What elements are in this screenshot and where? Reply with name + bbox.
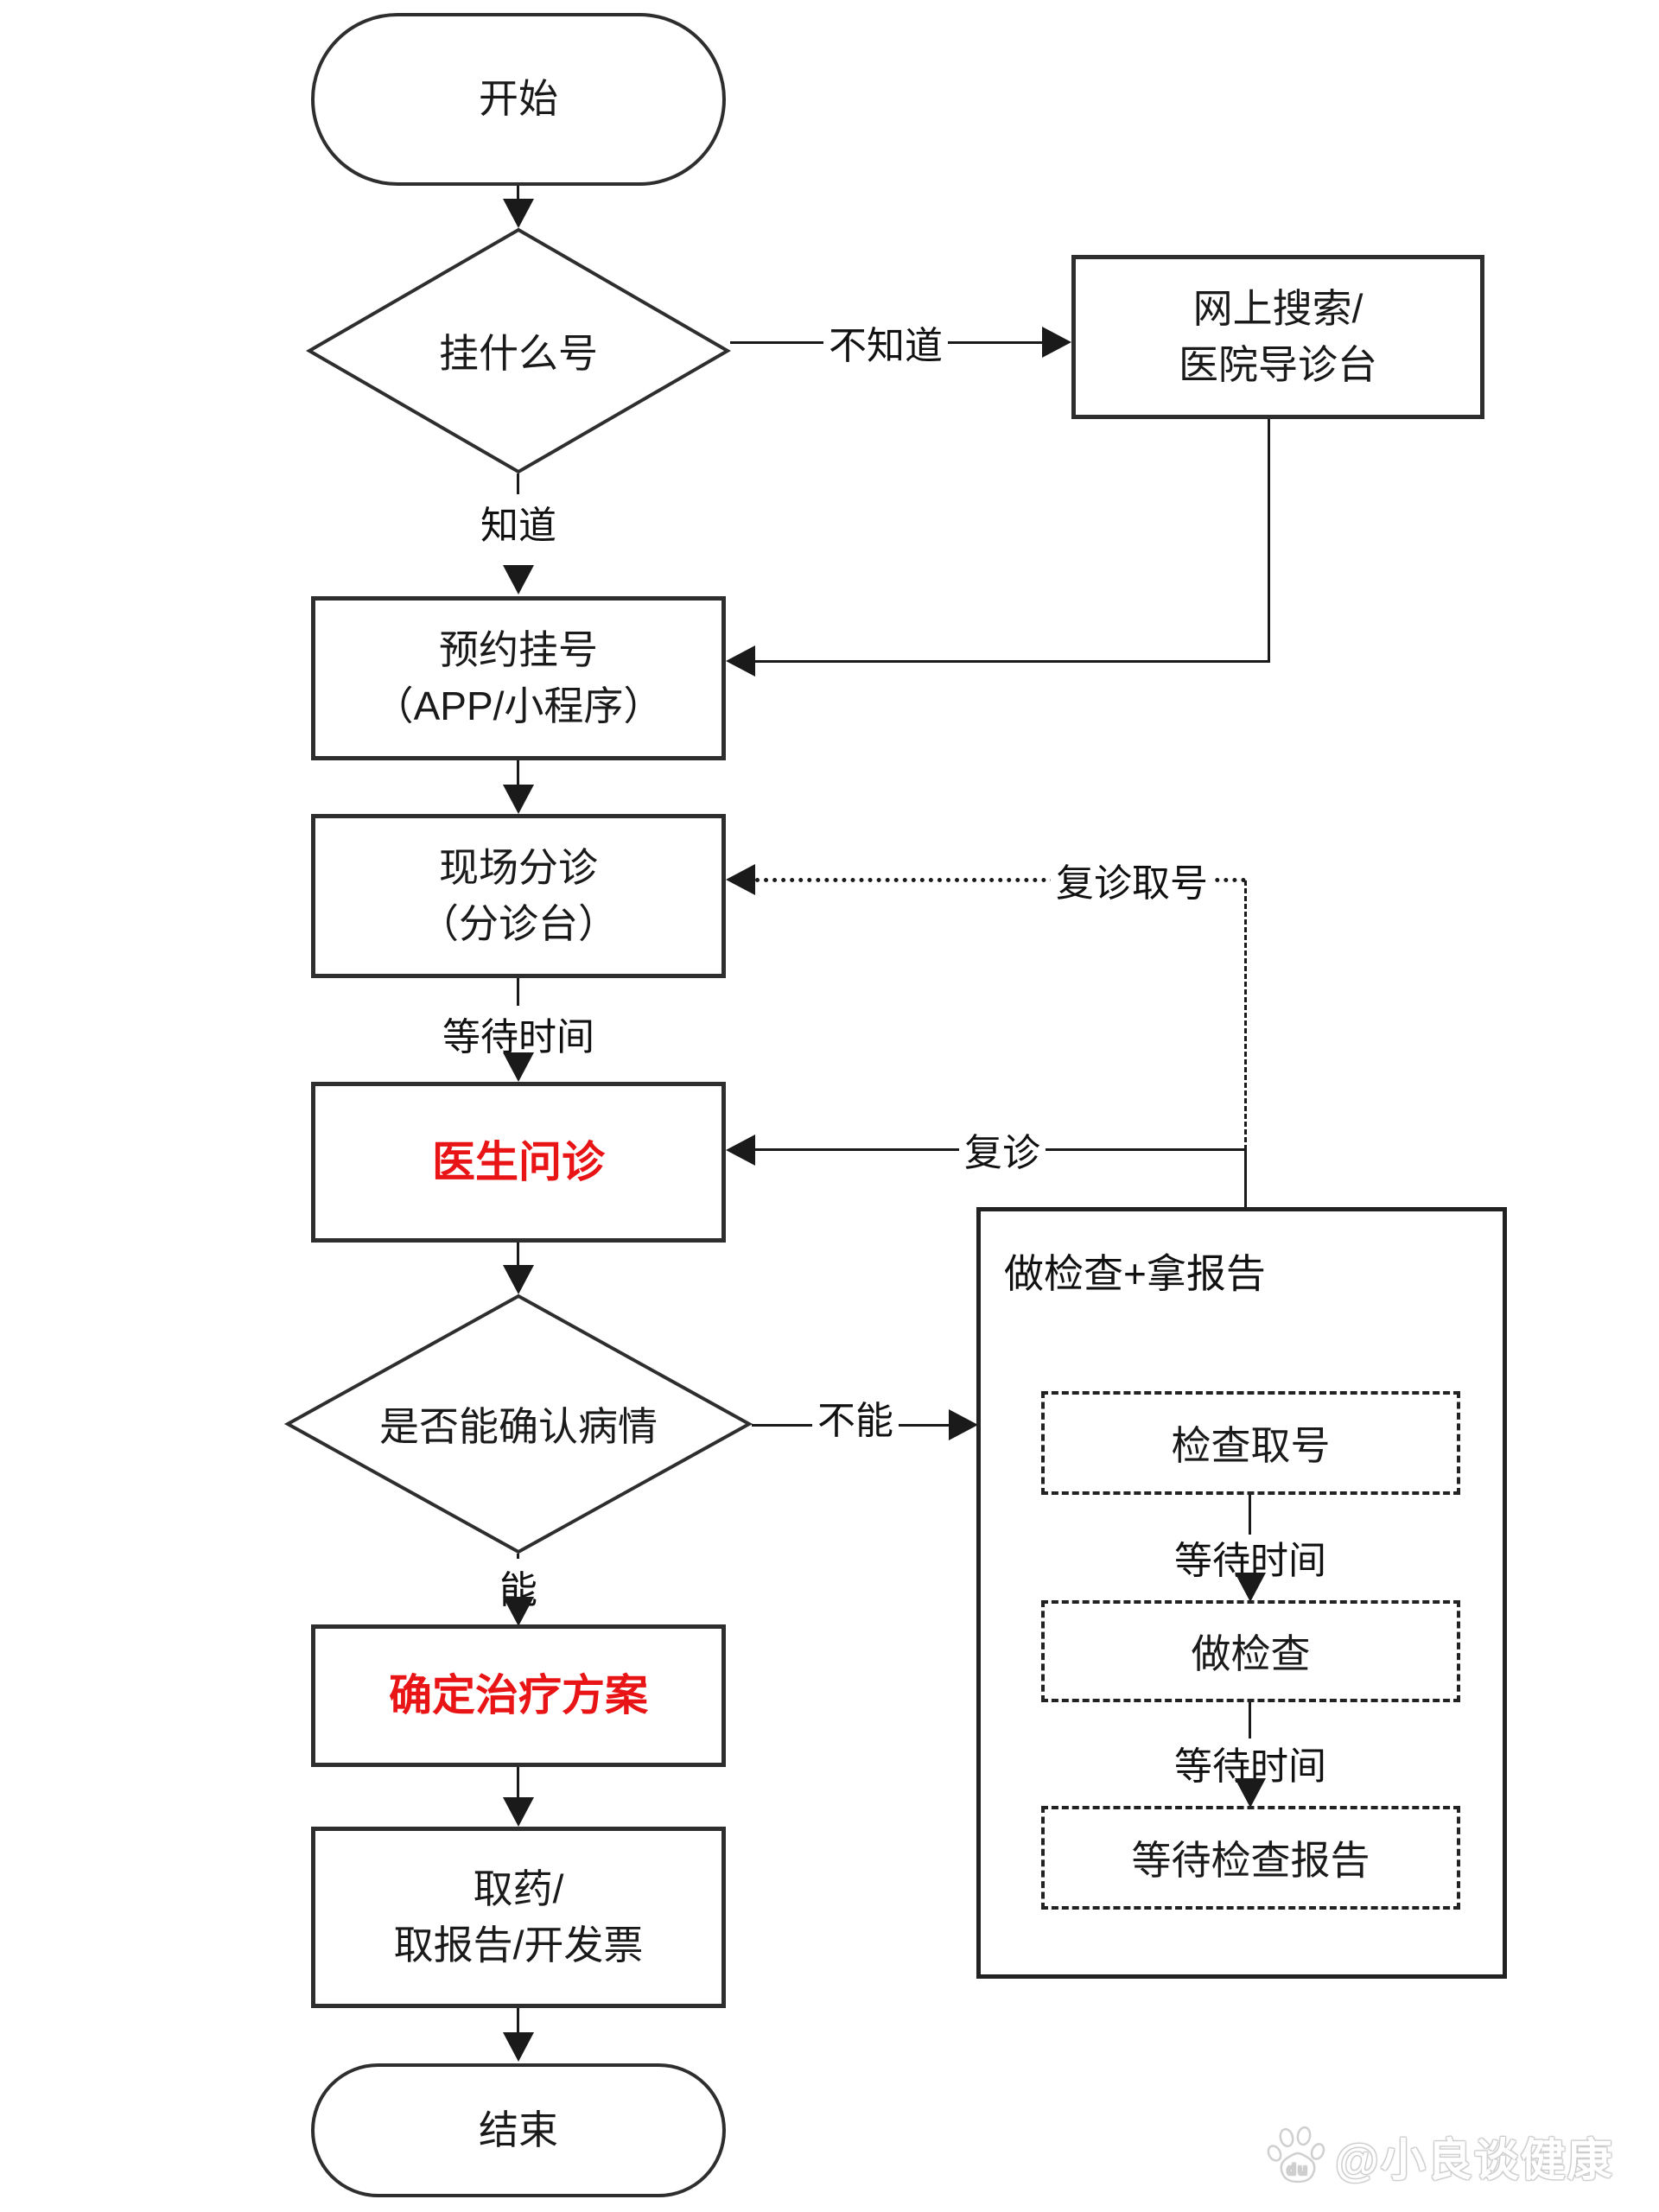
step-check-number: 检查取号 [1041,1391,1460,1495]
doctor-node-label: 医生问诊 [432,1137,605,1186]
start-node-label: 开始 [479,76,558,122]
connector-line [1268,419,1270,663]
connector-line [1244,1150,1247,1207]
arrowhead-down-icon [1235,1573,1266,1602]
connector-line [517,2008,519,2034]
appointment-line2: （APP/小程序） [373,683,664,728]
connector-line [755,660,1270,663]
appointment-node: 预约挂号 （APP/小程序） [311,596,726,760]
online-search-line2: 医院导诊台 [1179,342,1377,387]
step-do-exam: 做检查 [1041,1600,1460,1702]
edge-label-revisit-number: 复诊取号 [1051,852,1213,907]
connector-line [517,978,519,1007]
pickup-node: 取药/ 取报告/开发票 [311,1827,726,2008]
arrowhead-down-icon [503,2032,534,2062]
arrowhead-down-icon [503,1265,534,1294]
step-check-number-label: 检查取号 [1171,1423,1331,1468]
arrowhead-down-icon [503,1797,534,1827]
online-search-node: 网上搜索/ 医院导诊台 [1071,255,1484,419]
pickup-line2: 取报告/开发票 [393,1923,644,1967]
start-node: 开始 [311,13,726,186]
edge-label-cannot: 不能 [812,1389,899,1445]
connector-dashed-line [1244,880,1247,1150]
connector-line [517,186,519,201]
watermark: du @小良谈健康 [1266,2124,1614,2189]
step-wait-report-label: 等待检查报告 [1131,1838,1370,1883]
which-number-decision-shape [306,227,731,474]
treatment-plan-label: 确定治疗方案 [389,1671,648,1719]
baidu-paw-icon: du [1267,2126,1325,2183]
which-number-decision-label: 挂什么号 [439,331,598,376]
arrowhead-left-icon [726,1135,755,1166]
connector-line [517,474,519,496]
connector-line [517,1767,519,1798]
baidu-paw-du-text: du [1287,2161,1309,2178]
exam-container-title: 做检查+拿报告 [1004,1251,1266,1296]
appointment-line1: 预约挂号 [439,626,598,672]
step-do-exam-label: 做检查 [1191,1631,1311,1676]
doctor-node: 医生问诊 [311,1082,726,1243]
end-node-label: 结束 [479,2107,558,2152]
triage-line2: （分诊台） [419,901,618,946]
edge-label-wait-time: 等待时间 [437,1006,600,1061]
confirm-decision-label: 是否能确认病情 [379,1404,658,1449]
arrowhead-down-icon [503,565,534,594]
arrowhead-left-icon [726,864,755,895]
arrowhead-right-icon [949,1409,978,1440]
arrowhead-down-icon [503,1597,534,1626]
arrowhead-down-icon [503,1052,534,1082]
treatment-plan-node: 确定治疗方案 [311,1624,726,1767]
arrowhead-right-icon [1042,327,1071,358]
arrowhead-left-icon [726,645,755,677]
confirm-decision-shape [283,1294,753,1554]
triage-node: 现场分诊 （分诊台） [311,814,726,978]
step-wait-report: 等待检查报告 [1041,1806,1460,1910]
watermark-text: @小良谈健康 [1335,2136,1614,2186]
connector-line [517,1243,519,1265]
edge-label-dont-know: 不知道 [823,315,948,370]
connector-dotted-line [755,878,1246,882]
edge-label-revisit: 复诊 [959,1122,1046,1177]
connector-line [1249,1702,1251,1738]
online-search-line1: 网上搜索/ [1192,285,1363,331]
triage-line1: 现场分诊 [439,844,598,890]
edge-label-know: 知道 [475,494,562,550]
arrowhead-down-icon [1235,1778,1266,1808]
connector-line [517,760,519,785]
arrowhead-down-icon [503,785,534,814]
arrowhead-down-icon [503,199,534,228]
pickup-line1: 取药/ [473,1866,564,1911]
end-node: 结束 [311,2063,726,2197]
connector-line [1249,1495,1251,1535]
